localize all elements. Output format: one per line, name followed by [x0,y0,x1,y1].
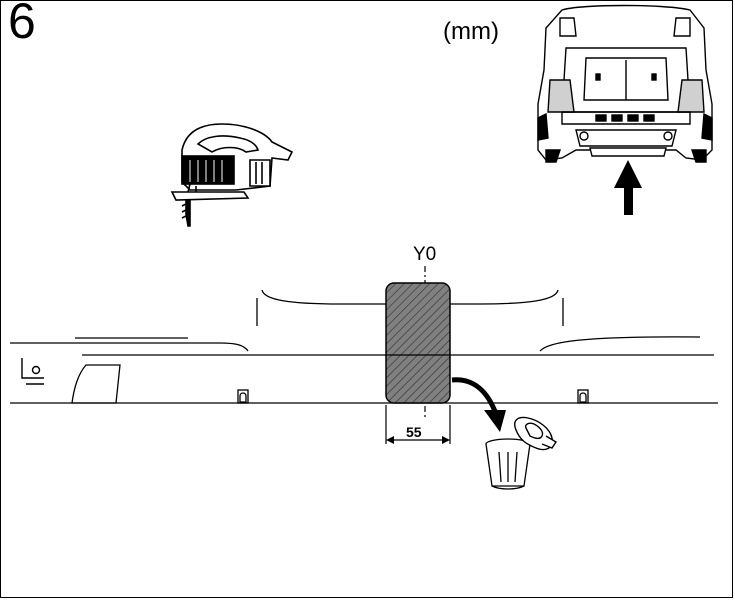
step-number: 6 [8,0,36,49]
centerline-label: Y0 [413,244,436,265]
up-arrow-icon [614,160,642,215]
discard-arrow-icon [451,377,506,432]
unit-label: (mm) [443,18,499,45]
cut-width-label: 55 [406,424,422,440]
cutout-area [385,282,451,404]
hitch-cap-icon [514,416,557,451]
vehicle-rear-icon [537,4,713,163]
cut-width-dimension [385,405,451,444]
jigsaw-icon [170,123,294,227]
side-mark-icon [21,358,44,385]
bumper-outline [10,289,718,404]
trash-bin-icon [485,438,531,490]
